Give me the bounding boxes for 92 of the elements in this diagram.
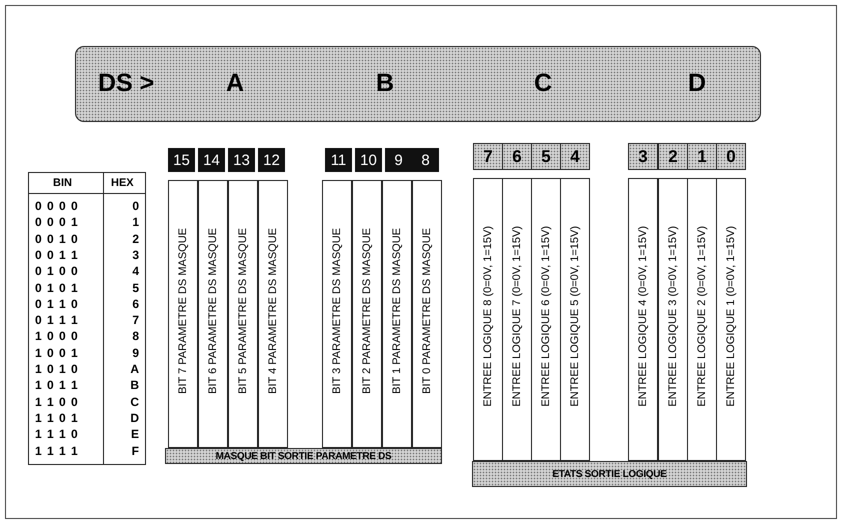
- column-label: BIT 3 PARAMETRE DS MASQUE: [331, 228, 343, 394]
- column-label: BIT 1 PARAMETRE DS MASQUE: [391, 228, 403, 394]
- column-label: BIT 7 PARAMETRE DS MASQUE: [177, 228, 189, 394]
- table-cell: 0 0 1 1: [35, 248, 79, 262]
- bit-number: 1: [687, 143, 717, 170]
- bit-column: [258, 180, 288, 448]
- band-label: ETATS SORTIE LOGIQUE: [552, 468, 667, 480]
- column-header: BIN: [53, 177, 72, 189]
- bit-column: [228, 180, 258, 448]
- table-cell: D: [130, 410, 139, 425]
- display-character: C: [534, 69, 552, 98]
- column-label: BIT 6 PARAMETRE DS MASQUE: [207, 228, 219, 394]
- bit-number: 5: [531, 143, 561, 170]
- bit-column: [502, 178, 532, 461]
- bit-column: [687, 178, 717, 461]
- column-label: BIT 4 PARAMETRE DS MASQUE: [267, 228, 279, 394]
- bit-column: [168, 180, 198, 448]
- column-label: ENTREE LOGIQUE 4 (0=0V, 1=15V): [637, 226, 649, 407]
- bit-number: 15: [168, 148, 195, 172]
- table-cell: 5: [132, 280, 139, 294]
- table-cell: 0: [132, 199, 139, 213]
- table-cell: 1 1 0 1: [35, 410, 79, 425]
- display-character: B: [376, 69, 394, 98]
- bit-number: 12: [258, 148, 285, 172]
- table-cell: 1 0 1 0: [35, 362, 79, 376]
- bit-column: [716, 178, 746, 461]
- table-cell: 4: [132, 264, 139, 278]
- table-cell: 1 1 1 0: [35, 427, 79, 442]
- bit-number: 10: [355, 148, 382, 172]
- bit-number: 9: [385, 148, 412, 172]
- bit-number: 14: [198, 148, 225, 172]
- section-band: [165, 448, 442, 464]
- table-cell: 0 0 0 1: [35, 215, 79, 230]
- column-header: HEX: [111, 177, 134, 189]
- bit-column: [473, 178, 503, 461]
- table-cell: 7: [132, 313, 139, 328]
- bit-column: [560, 178, 590, 461]
- table-cell: 8: [132, 329, 139, 344]
- column-label: BIT 0 PARAMETRE DS MASQUE: [421, 228, 433, 394]
- section-band: [472, 461, 747, 487]
- column-label: ENTREE LOGIQUE 7 (0=0V, 1=15V): [511, 226, 523, 407]
- bit-number: 7: [473, 143, 503, 170]
- table-cell: 1 1 0 0: [35, 394, 79, 409]
- table-cell: 1 0 1 1: [35, 378, 79, 392]
- column-label: ENTREE LOGIQUE 2 (0=0V, 1=15V): [696, 226, 708, 407]
- bit-column: [531, 178, 561, 461]
- bit-number: 8: [412, 148, 439, 172]
- bit-number: 4: [560, 143, 590, 170]
- table-cell: 9: [132, 346, 139, 360]
- table-cell: 2: [132, 232, 139, 246]
- bit-column: [412, 180, 442, 448]
- table-cell: 0 1 0 0: [35, 264, 79, 278]
- table-cell: A: [130, 362, 139, 376]
- bit-column: [322, 180, 352, 448]
- table-cell: 0 1 1 1: [35, 313, 79, 328]
- bit-number: 2: [658, 143, 688, 170]
- table-cell: E: [130, 427, 139, 442]
- bit-number: 11: [325, 148, 352, 172]
- column-label: BIT 5 PARAMETRE DS MASQUE: [237, 228, 249, 394]
- display-character: A: [226, 69, 244, 98]
- band-label: MASQUE BIT SORTIE PARAMETRE DS: [216, 450, 392, 462]
- bit-number: 6: [502, 143, 532, 170]
- column-label: ENTREE LOGIQUE 1 (0=0V, 1=15V): [725, 226, 737, 407]
- table-cell: 3: [132, 248, 139, 262]
- table-cell: 1 1 1 1: [35, 444, 79, 458]
- table-cell: 1 0 0 0: [35, 329, 79, 344]
- column-label: BIT 2 PARAMETRE DS MASQUE: [361, 228, 373, 394]
- table-cell: C: [130, 394, 139, 409]
- table-cell: 0 1 0 1: [35, 280, 79, 294]
- table-cell: 6: [132, 296, 139, 311]
- table-cell: B: [130, 378, 139, 392]
- display-panel: [75, 46, 761, 122]
- bit-column: [628, 178, 658, 461]
- display-character: DS >: [98, 69, 154, 98]
- table-cell: 1: [132, 215, 139, 230]
- display-character: D: [688, 69, 706, 98]
- column-label: ENTREE LOGIQUE 3 (0=0V, 1=15V): [667, 226, 679, 407]
- column-label: ENTREE LOGIQUE 6 (0=0V, 1=15V): [540, 226, 552, 407]
- bit-column: [352, 180, 382, 448]
- column-label: ENTREE LOGIQUE 8 (0=0V, 1=15V): [482, 226, 494, 407]
- bit-number: 13: [228, 148, 255, 172]
- table-cell: 0 0 0 0: [35, 199, 79, 213]
- table-cell: 0 0 1 0: [35, 232, 79, 246]
- bit-column: [198, 180, 228, 448]
- table-cell: 0 1 1 0: [35, 296, 79, 311]
- bit-number: 3: [628, 143, 658, 170]
- bit-column: [382, 180, 412, 448]
- bit-number: 0: [716, 143, 746, 170]
- column-label: ENTREE LOGIQUE 5 (0=0V, 1=15V): [569, 226, 581, 407]
- table-cell: F: [132, 444, 139, 458]
- bit-column: [658, 178, 688, 461]
- table-cell: 1 0 0 1: [35, 346, 79, 360]
